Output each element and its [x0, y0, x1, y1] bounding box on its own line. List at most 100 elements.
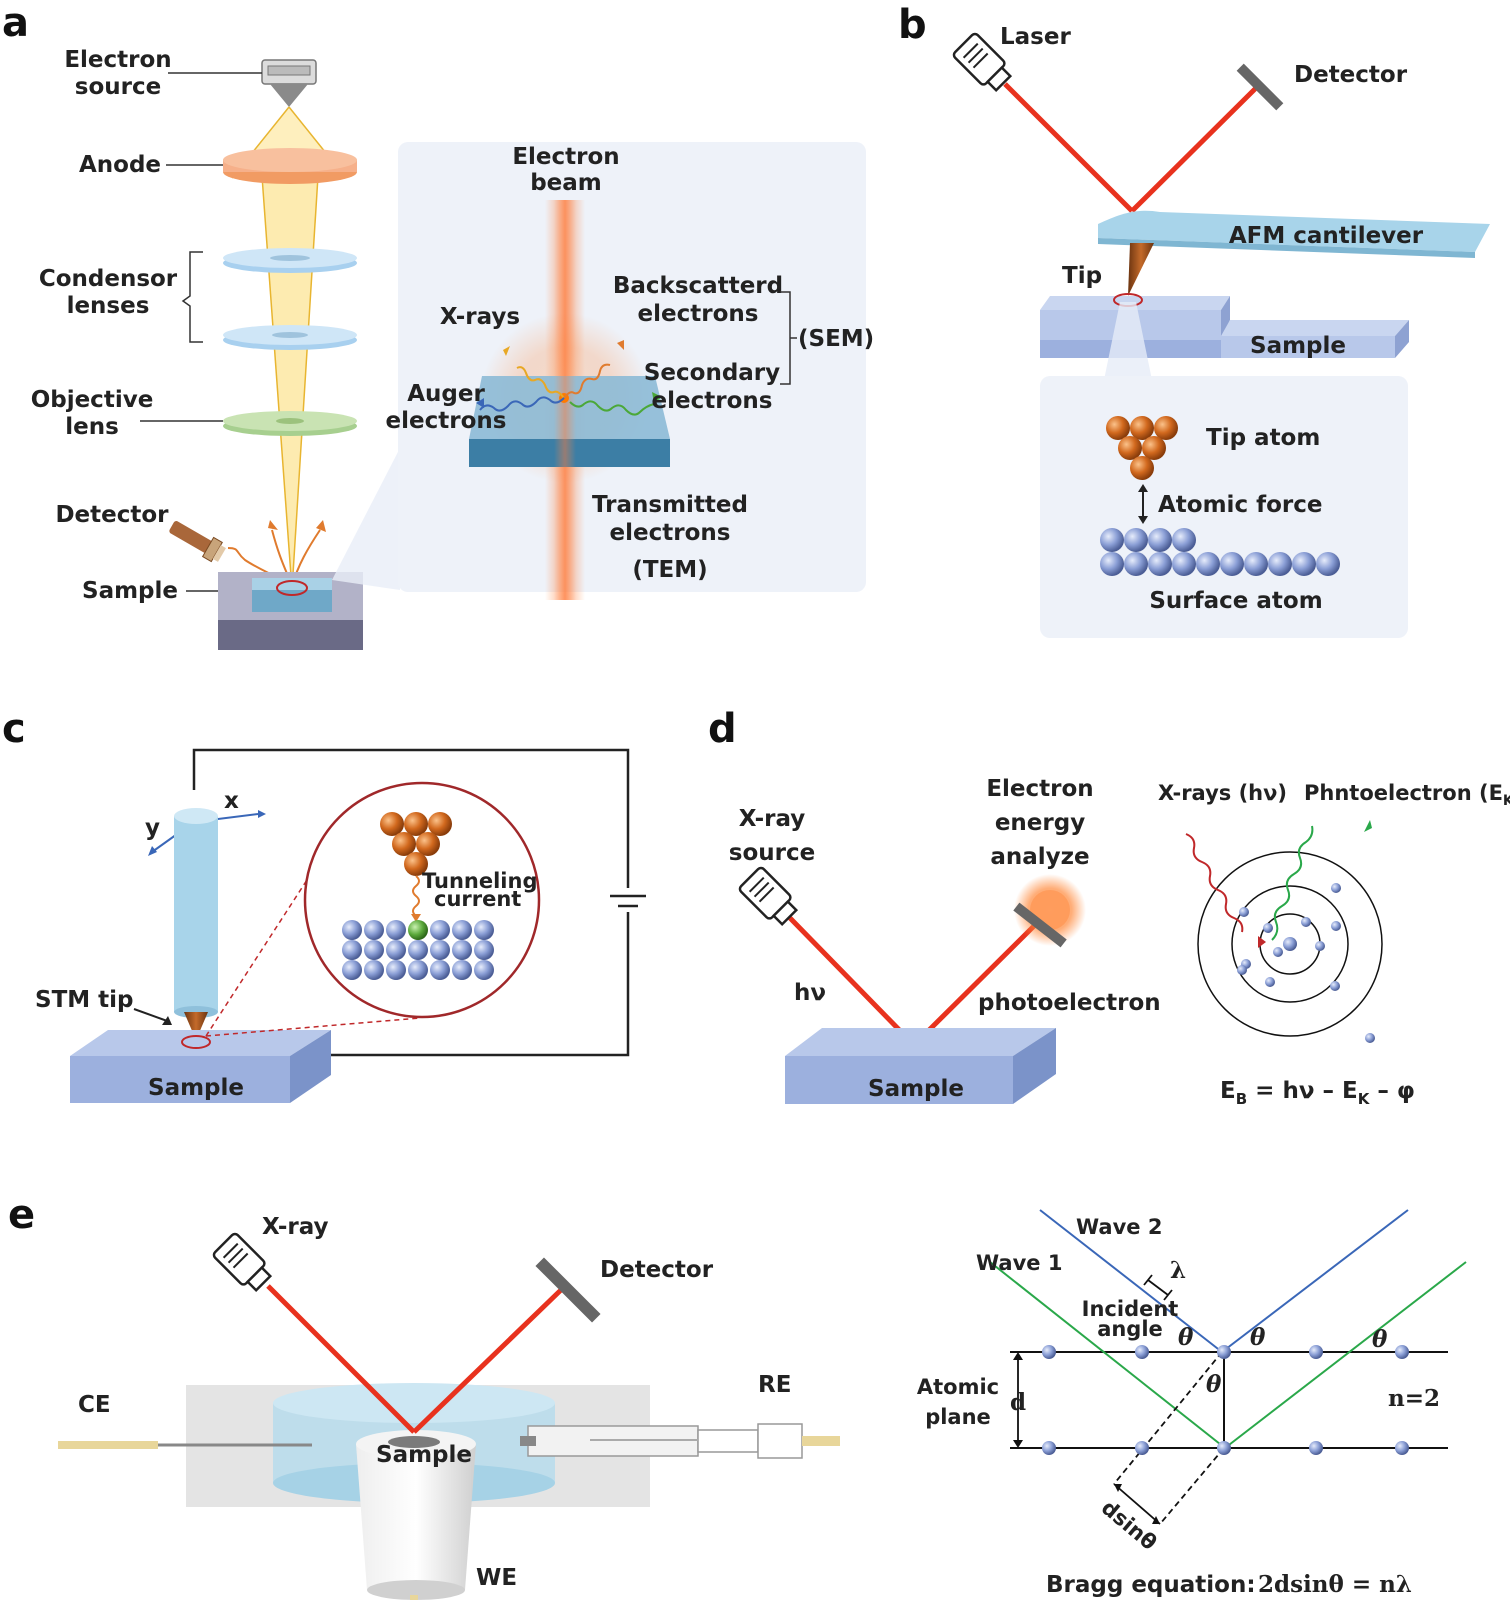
surface-atom-c — [342, 920, 362, 940]
zoom-wedge-a — [332, 448, 400, 590]
condensor-lens-2 — [223, 325, 357, 350]
afm-cantilever — [1098, 210, 1490, 258]
tip-atoms-c — [380, 812, 452, 876]
analyzer-d-icon — [1013, 902, 1067, 948]
xray-source-d-icon — [738, 866, 799, 927]
xray-e-icon — [212, 1232, 273, 1293]
label-transmitted-1: Transmitted — [592, 492, 748, 518]
label-sample-a: Sample — [82, 578, 178, 604]
label-ce: CE — [78, 1392, 111, 1418]
laser-beam-b-in — [1003, 82, 1134, 213]
surface-atom-c — [408, 960, 428, 980]
condensor-bracket — [181, 251, 203, 343]
atom-shell-diagram — [1197, 851, 1383, 1043]
label-detector-b: Detector — [1294, 62, 1408, 88]
detector-a-icon — [169, 521, 226, 563]
stm-tip-cone — [184, 1012, 208, 1040]
surface-atom-c — [364, 940, 384, 960]
label-bragg: Bragg equation: — [1046, 1572, 1256, 1598]
label-transmitted-3: (TEM) — [632, 557, 707, 583]
ce-rod — [58, 1441, 158, 1449]
label-laser-b: Laser — [1000, 24, 1071, 50]
circuit-wire-bottom — [316, 912, 630, 1057]
label-tunneling-1: Tunneling — [422, 869, 538, 893]
sample-b — [1040, 296, 1409, 358]
label-electron-beam-1: Electron — [512, 144, 619, 170]
surface-atom-c — [386, 940, 406, 960]
surface-atom-c — [452, 920, 472, 940]
label-anode: Anode — [79, 152, 161, 178]
label-theta-1: θ — [1178, 1324, 1194, 1351]
label-condensor-1: Condensor — [39, 266, 178, 292]
panel-b-letter: b — [898, 2, 927, 48]
label-sample-e: Sample — [376, 1442, 472, 1468]
panel-c: c x y z Sample STM tip — [2, 706, 646, 1103]
label-sample-b: Sample — [1250, 333, 1346, 359]
surface-atom-c — [408, 940, 428, 960]
label-re: RE — [758, 1372, 791, 1398]
label-atomic-plane-2: plane — [925, 1405, 991, 1429]
label-objective-2: lens — [65, 414, 119, 440]
label-condensor-2: lenses — [67, 293, 150, 319]
panel-d-letter: d — [708, 706, 737, 752]
label-incident-1: Incident — [1082, 1297, 1179, 1321]
panel-a-letter: a — [2, 0, 29, 46]
laser-b-icon — [952, 32, 1013, 93]
panel-e-letter: e — [8, 1192, 35, 1238]
panel-c-letter: c — [2, 706, 26, 752]
label-d: d — [1010, 1389, 1026, 1416]
label-surface-atom: Surface atom — [1149, 588, 1322, 614]
photoelectron-wave — [1271, 825, 1314, 941]
detector-b-icon — [1236, 63, 1284, 111]
re-electrode — [520, 1423, 840, 1459]
surface-atom-c — [342, 960, 362, 980]
tip-atoms — [1106, 416, 1178, 480]
label-tunneling-2: current — [434, 887, 521, 911]
stm-column — [174, 808, 218, 1018]
surface-atom-c — [342, 940, 362, 960]
label-hv: hν — [794, 980, 826, 1006]
laser-beam-b-out — [1130, 82, 1262, 213]
beam-cone-column — [262, 176, 318, 590]
label-sem: (SEM) — [798, 326, 874, 352]
bragg-diagram — [989, 1209, 1467, 1525]
label-tip-atom: Tip atom — [1206, 425, 1320, 451]
label-analyzer-2: energy — [995, 810, 1085, 836]
label-electron-source-2: source — [75, 74, 161, 100]
sample-d — [785, 1028, 1056, 1104]
label-bragg-eq: 2dsinθ = nλ — [1258, 1571, 1412, 1598]
surface-atom-c — [430, 920, 450, 940]
electron-source-icon — [261, 59, 317, 107]
laser-beam-e-in — [266, 1284, 416, 1434]
label-auger-1: Auger — [407, 381, 485, 407]
axis-y-label: y — [145, 815, 160, 841]
label-stm-tip: STM tip — [35, 987, 134, 1013]
label-photoelectron: photoelectron — [978, 990, 1161, 1016]
label-theta-4: θ — [1206, 1371, 1222, 1398]
label-sample-d: Sample — [868, 1076, 964, 1102]
label-eb-equation: EB = hν – EK – φ — [1220, 1078, 1415, 1108]
label-transmitted-2: electrons — [610, 520, 731, 546]
surface-atom-c — [386, 960, 406, 980]
label-lambda: λ — [1170, 1257, 1186, 1284]
surface-atoms — [1100, 528, 1340, 576]
label-objective-1: Objective — [31, 387, 154, 413]
surface-atom-c — [452, 940, 472, 960]
label-theta-2: θ — [1250, 1324, 1266, 1351]
surface-atom-c — [364, 920, 384, 940]
objective-lens — [223, 411, 357, 436]
surface-atom-c — [364, 960, 384, 980]
tunneling-target-atom — [408, 920, 428, 940]
label-theta-3: θ — [1372, 1326, 1388, 1353]
laser-beam-e-out — [412, 1286, 565, 1434]
panel-d: d X-ray source Electron energy analyze h… — [708, 706, 1510, 1108]
label-electron-beam-2: beam — [530, 170, 602, 196]
axis-x-label: x — [224, 788, 239, 814]
label-auger-2: electrons — [386, 408, 507, 434]
surface-atom-c — [386, 920, 406, 940]
label-detector-a: Detector — [55, 502, 169, 528]
anode-disc — [223, 148, 357, 184]
surface-atom-c — [452, 960, 472, 980]
label-tip-b: Tip — [1062, 263, 1102, 289]
